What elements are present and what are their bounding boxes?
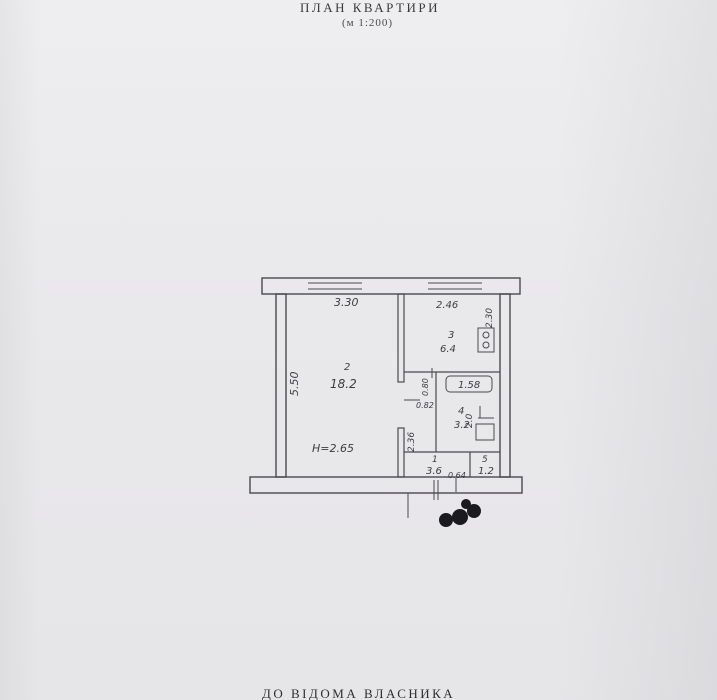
dimension-label: 0.82 — [416, 401, 434, 410]
redaction-blot — [461, 499, 471, 509]
room-3-width: 2.46 — [436, 300, 458, 311]
page-shadow-left — [0, 0, 40, 700]
room-4-number: 4 — [458, 406, 464, 417]
room-5-number: 5 — [482, 455, 488, 465]
room-2-length: 5.50 — [288, 372, 301, 397]
dimension-label: 0.64 — [448, 471, 466, 480]
redaction-blot — [439, 513, 453, 527]
room-3-length: 2.30 — [485, 308, 495, 328]
fixtures — [445, 327, 495, 441]
dimension-label: 0.80 — [421, 378, 430, 396]
windows — [308, 282, 482, 290]
room-4-area: 3.2 — [454, 420, 470, 431]
room-3-area: 6.4 — [440, 344, 456, 355]
room-1-area: 3.6 — [426, 466, 442, 477]
room-2-width: 3.30 — [334, 296, 359, 309]
plan-labels: 3.30 2.46 2.30 3 6.4 5.50 2 18.2 1.58 2.… — [288, 296, 495, 480]
room-2-area: 18.2 — [330, 377, 357, 391]
room-5-area: 1.2 — [478, 466, 494, 477]
entrance — [404, 368, 457, 518]
room-2-number: 2 — [344, 362, 350, 373]
footer-note: ДО ВІДОМА ВЛАСНИКА — [262, 686, 456, 700]
interior-walls — [397, 293, 500, 478]
outer-walls — [249, 277, 523, 494]
room-4-length: 2.0 — [465, 413, 475, 428]
redaction-blot — [452, 509, 468, 525]
scale-label: (м 1:200) — [342, 17, 394, 29]
redaction-marks — [439, 499, 481, 527]
room-3-number: 3 — [448, 330, 454, 341]
redaction-blot — [467, 504, 481, 518]
room-4-width: 1.58 — [458, 380, 480, 391]
ceiling-height: H=2.65 — [312, 442, 354, 455]
room-1-number: 1 — [432, 455, 438, 465]
document-title: ПЛАН КВАРТИРИ — [300, 0, 440, 15]
dimension-label: 2.36 — [407, 432, 417, 452]
page-shadow-right — [557, 0, 717, 700]
